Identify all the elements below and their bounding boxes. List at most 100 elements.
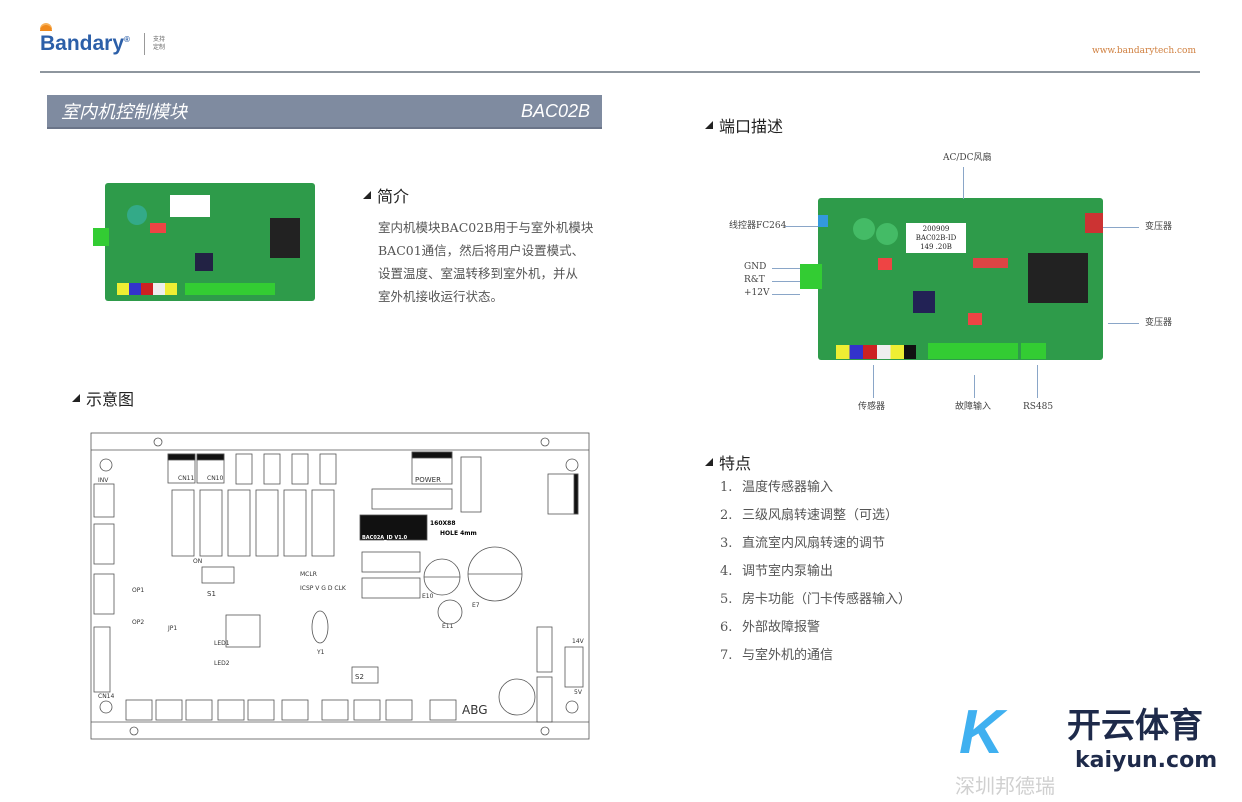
- port-label-12v: +12V: [744, 288, 770, 298]
- connector: [321, 699, 349, 721]
- board-sticker: [170, 195, 210, 217]
- logo-divider: [143, 33, 145, 55]
- feature-number: 3.: [720, 536, 733, 551]
- feature-number: 1.: [720, 480, 733, 495]
- intro-line: BAC01通信，然后将用户设置模式、: [378, 243, 585, 258]
- port-label-transformer: 变压器: [1145, 222, 1173, 232]
- schematic-label: S2: [355, 673, 364, 681]
- connector: [429, 699, 457, 721]
- features-heading: 特点: [705, 450, 751, 474]
- connector: [247, 699, 275, 721]
- schematic-label: ICSP V G D CLK: [300, 585, 347, 592]
- schematic-label: MCLR: [300, 571, 317, 578]
- feature-text: 调节室内泵输出: [742, 564, 834, 579]
- feature-number: 4.: [720, 564, 733, 579]
- relay: [127, 205, 147, 225]
- connector: [217, 699, 245, 721]
- sensor-connectors: [117, 283, 177, 295]
- connector: [263, 453, 281, 485]
- connector: [281, 699, 309, 721]
- connector: [185, 699, 213, 721]
- relay: [255, 489, 279, 557]
- connector: [353, 699, 381, 721]
- title-banner: 室内机控制模块 BAC02B: [47, 95, 602, 129]
- mcu-chip: [195, 253, 213, 271]
- schematic-label: Y1: [316, 649, 325, 656]
- transformer-connector: [1085, 213, 1103, 233]
- schematic-label: 160X88: [430, 520, 456, 527]
- watermark-mark: K: [959, 698, 1004, 767]
- schematic-diagram: CN11 CN10 POWER BAC02A_ID V1.0 160X88 HO…: [90, 432, 590, 740]
- port-label-rs485: RS485: [1023, 402, 1054, 412]
- callout-line: [873, 365, 874, 398]
- connector: [235, 453, 253, 485]
- schematic-label: LED1: [214, 640, 230, 647]
- triangle-bullet-icon: [705, 458, 713, 466]
- website-url[interactable]: www.bandarytech.com: [1092, 46, 1196, 56]
- connector: [973, 258, 1008, 268]
- brand-logo: Bandary® 支持定制: [40, 25, 167, 60]
- schematic-label: S1: [207, 590, 216, 598]
- callout-line: [963, 167, 964, 199]
- port-label-wired-controller: 线控器FC264: [729, 221, 787, 231]
- feature-number: 6.: [720, 620, 733, 635]
- schematic-label: ON: [193, 558, 202, 565]
- intro-text: 室内机模块BAC02B用于与室外机模块 BAC01通信，然后将用户设置模式、 设…: [378, 216, 593, 308]
- feature-number: 2.: [720, 508, 733, 523]
- connector: [385, 699, 413, 721]
- intro-heading: 简介: [363, 183, 409, 207]
- rs485-terminal: [1021, 343, 1046, 359]
- intro-line: 室外机接收运行状态。: [378, 289, 504, 304]
- schematic-label: E10: [422, 593, 434, 600]
- feature-text: 与室外机的通信: [742, 648, 834, 663]
- triangle-bullet-icon: [705, 121, 713, 129]
- terminal-blocks: [185, 283, 275, 295]
- sticker-line: 149 .20B: [920, 243, 952, 251]
- heatsink: [270, 218, 300, 258]
- feature-text: 直流室内风扇转速的调节: [742, 536, 886, 551]
- connector: [291, 453, 309, 485]
- mcu-chip: [913, 291, 935, 313]
- sticker-line: 200909: [922, 225, 950, 233]
- callout-line: [772, 281, 800, 282]
- relay: [876, 223, 898, 245]
- heatsink: [1028, 253, 1088, 303]
- relay: [311, 489, 335, 557]
- feature-text: 温度传感器输入: [742, 480, 834, 495]
- schematic-label: INV: [98, 477, 109, 484]
- callout-line: [785, 226, 818, 227]
- schematic-label: LED2: [214, 660, 230, 667]
- relay: [283, 489, 307, 557]
- side-terminal: [93, 228, 109, 246]
- dip-switch: [968, 313, 982, 325]
- sensor-connectors: [836, 345, 916, 359]
- page-title: 室内机控制模块: [61, 102, 187, 123]
- triangle-bullet-icon: [363, 191, 371, 199]
- feature-text: 外部故障报警: [742, 620, 821, 635]
- schematic-label: OP1: [132, 587, 144, 594]
- schematic-label: ABG: [462, 703, 488, 717]
- schematic-label: OP2: [132, 619, 144, 626]
- product-photo: [93, 183, 315, 301]
- port-label-transformer: 变压器: [1145, 318, 1173, 328]
- port-label-fan: AC/DC风扇: [943, 153, 992, 163]
- sun-icon: [40, 25, 52, 31]
- watermark-domain: kaiyun.com: [1075, 748, 1218, 773]
- callout-line: [1037, 365, 1038, 398]
- dip-switch: [150, 223, 166, 233]
- diagram-heading: 示意图: [72, 386, 134, 410]
- intro-line: 室内机模块BAC02B用于与室外机模块: [378, 220, 594, 235]
- callout-line: [772, 268, 800, 269]
- feature-number: 5.: [720, 592, 733, 607]
- connector: [319, 453, 337, 485]
- schematic-label: POWER: [415, 476, 441, 484]
- relay: [171, 489, 195, 557]
- intro-line: 设置温度、室温转移到室外机，并从: [378, 266, 579, 281]
- feature-item: 5.房卡功能（门卡传感器输入）: [720, 586, 911, 614]
- port-label-gnd: GND: [744, 262, 767, 272]
- connector: [125, 699, 153, 721]
- brand-tagline: 支持定制: [152, 36, 165, 51]
